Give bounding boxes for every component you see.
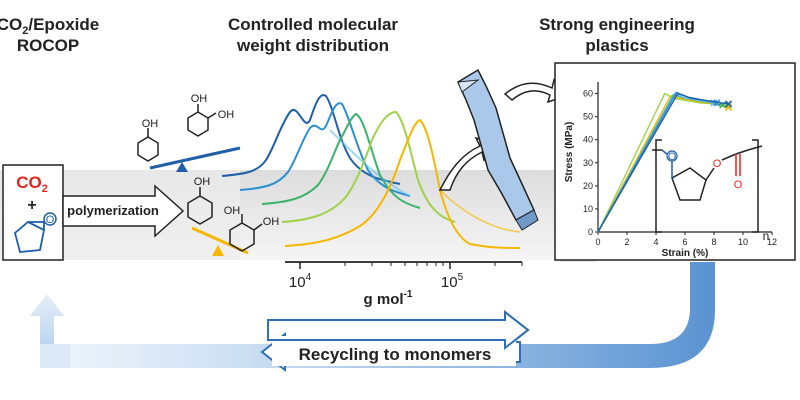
co2-label: CO2 [16, 173, 48, 195]
svg-text:plastics: plastics [585, 36, 648, 55]
svg-text:Controlled molecular: Controlled molecular [228, 15, 398, 34]
title-rocop: CO2/Epoxide ROCOP [0, 15, 99, 55]
svg-text:n: n [763, 229, 770, 243]
svg-text:OH: OH [191, 93, 208, 105]
gpc-axis: 104 105 g mol-1 [285, 261, 523, 308]
cyclohexanediol-large [229, 214, 263, 252]
gpc-tick-label-1e5: 105 [441, 272, 464, 291]
svg-text:OH: OH [218, 109, 235, 121]
svg-text:O: O [668, 151, 677, 163]
gpc-trace-yellow [284, 118, 521, 249]
ss-x-tick-label: 12 [767, 237, 777, 247]
ss-curve-yellow [597, 94, 729, 233]
ss-ylabel: Stress (MPa) [564, 122, 575, 183]
title-molecular-weight: Controlled molecular weight distribution [228, 15, 398, 55]
stress-strain-panel: 0 10 20 30 40 50 60 0 2 4 6 8 10 12 Stress (MPa) Stra… [554, 62, 796, 262]
recycling-arrows-box[interactable]: Recycling to monomers [260, 309, 530, 373]
reactant-box: CO2 + O [2, 164, 64, 261]
plus-sign: + [27, 197, 36, 214]
gpc-traces [221, 94, 521, 249]
ss-y-tick-label: 20 [583, 181, 593, 191]
svg-text:CO2/Epoxide: CO2/Epoxide [0, 15, 99, 37]
ss-x-tick-label: 0 [595, 237, 600, 247]
svg-text:OH: OH [263, 216, 280, 228]
title-engineering-plastics: Strong engineering plastics [539, 15, 695, 55]
ss-y-tick-label: 10 [583, 204, 593, 214]
svg-text:O: O [713, 158, 722, 170]
cyclohexanol-small [137, 128, 159, 162]
svg-text:polymerization: polymerization [67, 203, 159, 218]
polymerization-arrow: polymerization [62, 184, 185, 238]
ss-xlabel: Strain (%) [662, 248, 709, 259]
gpc-trace-green [261, 112, 421, 209]
gpc-axis-label: g mol-1 [364, 289, 413, 308]
svg-text:OH: OH [142, 118, 159, 130]
gpc-trace-yellow-green [281, 110, 456, 223]
polymer-repeat-unit: O O O n [652, 139, 770, 243]
gpc-trace-dark-blue [221, 94, 401, 185]
ss-x-tick-label: 4 [653, 237, 658, 247]
ss-y-tick-label: 60 [583, 89, 593, 99]
ss-y-tick-label: 50 [583, 112, 593, 122]
svg-text:O: O [46, 214, 55, 226]
cyclohexanediol-small [187, 104, 217, 137]
ss-curve-dark-blue [597, 92, 729, 233]
ss-y-tick-label: 30 [583, 158, 593, 168]
gpc-trace-light-blue [329, 129, 411, 197]
ss-x-tick-label: 2 [624, 237, 629, 247]
svg-text:OH: OH [224, 205, 241, 217]
ss-x-tick-label: 8 [711, 237, 716, 247]
svg-text:Strong engineering: Strong engineering [539, 15, 695, 34]
cyclohexanol-large [187, 187, 213, 225]
svg-text:O: O [734, 179, 743, 191]
ss-y-tick-label: 0 [588, 227, 593, 237]
svg-text:weight distribution: weight distribution [236, 36, 389, 55]
seesaw-blue: OH OH OH [137, 93, 241, 172]
svg-text:OH: OH [194, 176, 211, 188]
ss-x-tick-label: 6 [682, 237, 687, 247]
svg-text:ROCOP: ROCOP [17, 36, 79, 55]
gpc-tick-label-1e4: 104 [289, 272, 312, 291]
dogbone-specimen [457, 68, 539, 231]
gpc-trace-mid-blue [239, 102, 411, 197]
seesaw-yellow: OH OH OH [187, 176, 280, 256]
ss-y-tick-label: 40 [583, 135, 593, 145]
ss-x-tick-label: 10 [738, 237, 748, 247]
recycling-label: Recycling to monomers [299, 345, 492, 364]
stress-strain-plot: 0 10 20 30 40 50 60 0 2 4 6 8 10 12 [583, 82, 777, 247]
cyclopentene-oxide-structure: O [13, 212, 57, 253]
gpc-trace-yellow-tail [439, 189, 521, 233]
ss-curve-dark-blue-break-marker [724, 100, 733, 108]
